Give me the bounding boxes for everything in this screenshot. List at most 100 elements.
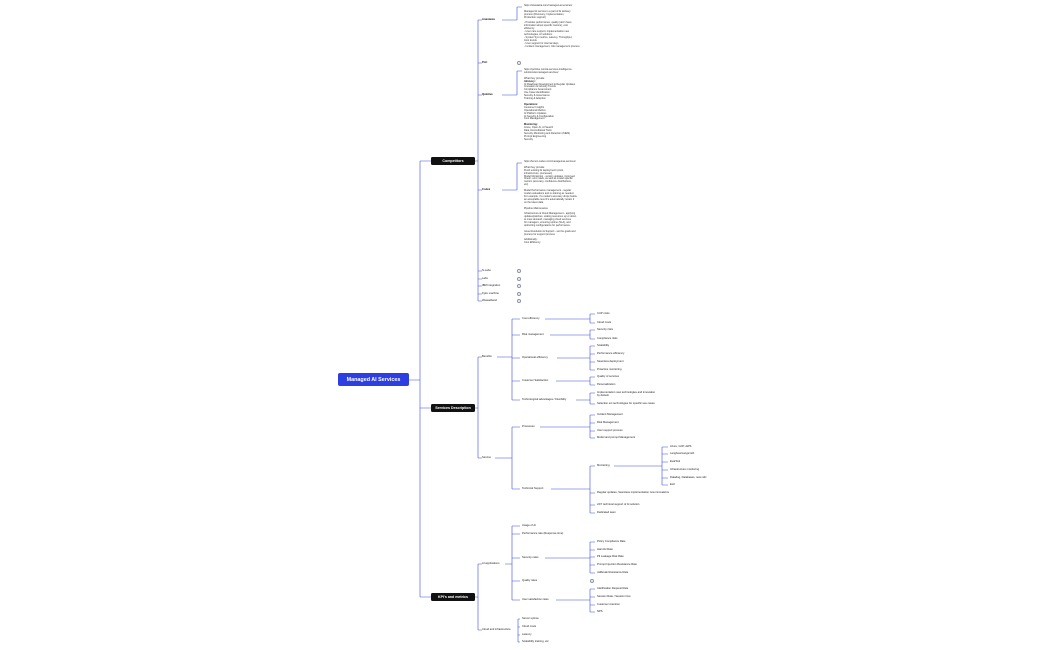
connector-line: [505, 525, 520, 601]
connector-line: [540, 414, 595, 439]
cost-efficiency-node[interactable]: Cost efficiency: [522, 317, 540, 320]
connector-line: [557, 345, 595, 371]
operational-efficiency-node[interactable]: Operational efficiency: [522, 356, 548, 359]
cup-costs-node[interactable]: CUP costs: [597, 312, 610, 315]
elk-node[interactable]: ELK: [670, 483, 676, 486]
connector-line: [614, 446, 668, 486]
session-rate-node[interactable]: Session Rate / Session time: [597, 595, 631, 598]
competitor-poc[interactable]: PoC: [482, 61, 488, 64]
implementation-new-tech-node[interactable]: Implementation new technologies and inno…: [597, 391, 656, 398]
pii-leakage-node[interactable]: PII Leakage Risk Rate: [597, 555, 624, 558]
connector-line: [409, 160, 431, 598]
topic-kpis-metrics[interactable]: KPI's and metrics: [431, 593, 475, 601]
monitoring-node[interactable]: Monitoring: [597, 464, 610, 467]
evaltool-node[interactable]: EvalTool: [670, 460, 681, 463]
risk-management-process-node[interactable]: Risk Management: [597, 421, 619, 424]
quintive-notes: https://quintive.com/ai-services-intelli…: [524, 68, 576, 141]
selection-ext-tech-node[interactable]: Selection ext technologies for specific …: [597, 402, 655, 405]
competitor-anastasia[interactable]: Anastasia: [482, 18, 495, 21]
quality-rates-node[interactable]: Quality rates: [522, 579, 538, 582]
risk-management-node[interactable]: Risk management: [522, 333, 544, 336]
personalization-node[interactable]: Personalization: [597, 383, 616, 386]
technical-support-node[interactable]: Technical Support: [522, 487, 544, 490]
connector-line: [495, 426, 520, 490]
regular-updates-node[interactable]: Regular updates, Seamless implementation…: [597, 491, 670, 494]
competitor-labs[interactable]: Labs: [482, 277, 488, 280]
anastasia-notes: https://anastasia.com/managed-ai-service…: [524, 4, 580, 48]
incident-management-node[interactable]: Incident Management: [597, 413, 623, 416]
collapsed-branch-icon[interactable]: [590, 579, 594, 583]
competitor-kyku[interactable]: Kyku machine: [482, 292, 499, 295]
topic-competitors[interactable]: Competitors: [431, 157, 475, 165]
processes-node[interactable]: Processes: [522, 425, 535, 428]
competitor-ibm[interactable]: IBM Integration: [482, 284, 501, 287]
customer-satisfaction-node[interactable]: Customer Satisfaction: [522, 379, 549, 382]
prompt-injection-node[interactable]: Prompt Injection Resistance Rate: [597, 563, 637, 566]
usage-of-ai-node[interactable]: Usage of AI: [522, 524, 536, 527]
performance-rate-node[interactable]: Performance rate (Response time): [522, 532, 564, 535]
collapsed-branch-icon[interactable]: [517, 277, 521, 281]
ai-applications-node[interactable]: AI applications: [482, 562, 500, 565]
cloud-infrastructure-node[interactable]: Cloud and infrastructure: [482, 628, 511, 631]
connector-line: [556, 588, 595, 613]
langfuse-node[interactable]: Langfuse/Langsmith: [670, 452, 695, 455]
infrastructure-monitoring-node[interactable]: Infrastructure monitoring: [670, 468, 700, 471]
root-topic[interactable]: Managed AI Services: [338, 373, 409, 386]
scalability-training-node[interactable]: Scalability training, etc: [522, 640, 549, 643]
scalability-node[interactable]: Scalability: [597, 344, 610, 347]
model-prompt-management-node[interactable]: Model and prompt Management: [597, 436, 636, 439]
datadog-node[interactable]: Datadog, Databases, new relic: [670, 476, 707, 479]
server-uptime-node[interactable]: Server uptime: [522, 617, 539, 620]
codex-notes: https://lemon.codex.com/managed-ai-servi…: [524, 160, 577, 245]
collapsed-branch-icon[interactable]: [517, 292, 521, 296]
service-node[interactable]: Service: [482, 456, 491, 459]
connector-line: [551, 465, 595, 514]
jailbreak-resistance-node[interactable]: Jailbreak Resistance Rate: [597, 571, 629, 574]
proactive-monitoring-node[interactable]: Proactive monitoring: [597, 368, 622, 371]
connector-line: [475, 563, 482, 631]
benefits-node[interactable]: Benefits: [482, 355, 492, 358]
quality-of-services-node[interactable]: Quality of services: [597, 375, 619, 378]
user-support-process-node[interactable]: User support process: [597, 429, 623, 432]
connector-line: [475, 356, 482, 459]
technical-support-24-7-node[interactable]: 24/7 technical support of AI solution: [597, 503, 640, 506]
nps-node[interactable]: NPS: [597, 610, 603, 613]
dedicated-team-node[interactable]: Dedicated team: [597, 511, 616, 514]
collapsed-branch-icon[interactable]: [517, 61, 521, 65]
collapsed-branch-icon[interactable]: [517, 299, 521, 303]
connector-line: [550, 329, 595, 340]
collapsed-branch-icon[interactable]: [517, 284, 521, 288]
connector-line: [576, 392, 595, 405]
customer-retention-node[interactable]: Customer retention: [597, 603, 620, 606]
connector-line: [545, 313, 595, 324]
competitor-codex[interactable]: Codex: [482, 188, 491, 191]
azure-gcp-aws-node[interactable]: Azure, GCP, AWS: [670, 445, 692, 448]
topic-services-description[interactable]: Services Description: [431, 404, 475, 412]
connector-line: [556, 376, 595, 386]
connector-line: [502, 162, 522, 191]
connector-line: [517, 618, 520, 643]
competitor-nlabs[interactable]: N-Labs: [482, 269, 491, 272]
competitor-weaselband[interactable]: Weaselband: [482, 299, 497, 302]
competitor-quintive[interactable]: Quintive: [482, 93, 493, 96]
connector-line: [502, 6, 522, 21]
compliance-risks-node[interactable]: Compliance risks: [597, 337, 618, 340]
policy-compliance-node[interactable]: Policy Compliance Rate: [597, 540, 626, 543]
connector-line: [475, 19, 482, 302]
tech-advantages-node[interactable]: Technological advantages / Flexibility: [522, 398, 567, 401]
seamless-deployment-node[interactable]: Seamless deployment: [597, 360, 624, 363]
collapsed-branch-icon[interactable]: [517, 269, 521, 273]
connector-line: [497, 318, 520, 401]
security-rates-node[interactable]: Security rates: [522, 556, 539, 559]
security-risks-node[interactable]: Security risks: [597, 328, 613, 331]
user-satisfaction-node[interactable]: User satisfaction rates: [522, 598, 549, 601]
connector-line: [502, 70, 522, 96]
cloud-costs-node[interactable]: Cloud costs: [597, 321, 612, 324]
connector-line: [545, 541, 595, 574]
latency-node[interactable]: Latency: [522, 633, 532, 636]
clarification-request-node[interactable]: Clarification Request Rate: [597, 587, 629, 590]
cloud-costs-kpi-node[interactable]: Cloud costs: [522, 625, 537, 628]
performance-efficiency-node[interactable]: Performance efficiency: [597, 352, 625, 355]
harmful-rate-node[interactable]: Harmful Rate: [597, 548, 613, 551]
